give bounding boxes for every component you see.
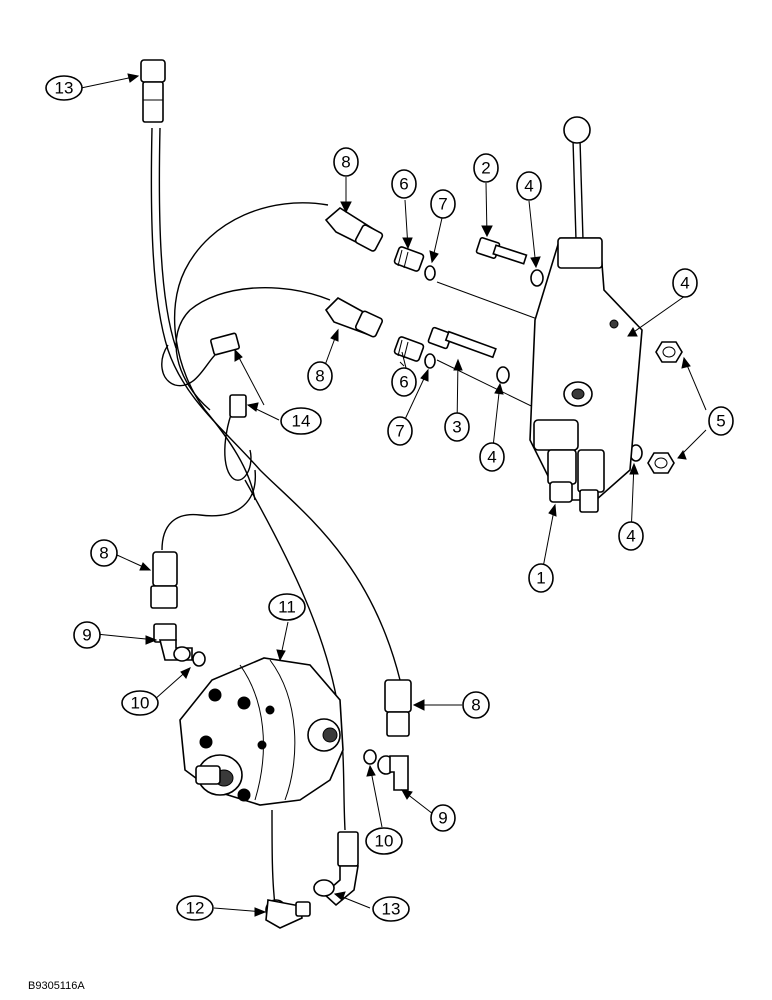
callout-4-c: 4	[479, 442, 505, 472]
callout-6-mid: 6	[391, 367, 417, 397]
adapter-6-upper	[393, 246, 425, 272]
callout-label: 3	[452, 418, 461, 437]
callout-7-top: 7	[430, 189, 456, 219]
callout-label: 9	[438, 809, 447, 828]
callout-4-d: 4	[618, 521, 644, 551]
callout-14: 14	[280, 407, 322, 435]
callout-label: 2	[481, 159, 490, 178]
callout-8-mid: 8	[307, 361, 333, 391]
callout-8-right: 8	[462, 691, 490, 719]
hose-end-8-lower	[324, 297, 384, 338]
callout-10-left: 10	[121, 690, 159, 716]
callout-12: 12	[176, 895, 214, 921]
callout-label: 13	[382, 900, 401, 919]
hose-lines	[150, 116, 591, 906]
callout-11: 11	[268, 593, 306, 621]
hose-end-8-upper	[324, 207, 384, 252]
callout-4-a: 4	[516, 171, 542, 201]
callout-label: 4	[487, 448, 496, 467]
callout-label: 13	[55, 79, 74, 98]
bolt-2	[475, 237, 528, 265]
callout-1: 1	[528, 563, 554, 593]
callout-label: 14	[292, 412, 311, 431]
fitting-13-top	[140, 59, 166, 123]
callout-label: 8	[341, 153, 350, 172]
callout-label: 7	[438, 195, 447, 214]
elbow-12	[265, 899, 311, 929]
leader-arrowheads	[127, 73, 691, 917]
callout-4-b: 4	[672, 268, 698, 298]
o-ring-10-right	[363, 749, 377, 765]
adapter-6-lower	[393, 336, 425, 362]
nut-5-upper	[655, 341, 683, 363]
bolt-3	[427, 326, 497, 359]
callout-label: 8	[471, 696, 480, 715]
elbow-9-left	[153, 623, 193, 662]
callout-7-mid: 7	[387, 416, 413, 446]
callout-5: 5	[708, 406, 734, 436]
washer-4-c	[496, 366, 510, 384]
figure-id: B9305116A	[28, 980, 85, 992]
callout-9-left: 9	[73, 621, 101, 649]
washer-4-a	[530, 269, 544, 287]
callout-label: 6	[399, 175, 408, 194]
callout-13-top: 13	[45, 75, 83, 101]
clamp-14	[161, 332, 252, 481]
tube-13-lower	[313, 831, 359, 907]
pump-11	[179, 657, 344, 806]
nut-5-lower	[647, 452, 675, 474]
callout-label: 12	[186, 899, 205, 918]
callout-label: 10	[131, 694, 150, 713]
callout-label: 1	[536, 569, 545, 588]
o-ring-7-lower	[424, 353, 436, 369]
callout-label: 11	[278, 598, 296, 617]
callout-label: 8	[99, 544, 108, 563]
callout-label: 4	[626, 527, 635, 546]
callout-3: 3	[444, 412, 470, 442]
callout-label: 4	[524, 177, 533, 196]
callout-10-right: 10	[365, 827, 403, 855]
callout-label: 5	[716, 412, 725, 431]
callout-label: 9	[82, 626, 91, 645]
hose-end-8-right	[384, 679, 412, 737]
elbow-9-right	[377, 755, 409, 791]
callout-label: 6	[399, 373, 408, 392]
callout-8-top: 8	[333, 147, 359, 177]
o-ring-10-left	[192, 651, 206, 667]
callout-label: 8	[315, 367, 324, 386]
callout-label: 7	[395, 422, 404, 441]
callout-label: 10	[375, 832, 394, 851]
callout-6-top: 6	[391, 169, 417, 199]
callout-9-right: 9	[430, 804, 456, 832]
callout-label: 4	[680, 274, 689, 293]
callout-2: 2	[473, 153, 499, 183]
o-ring-7-upper	[424, 265, 436, 281]
callout-8-left: 8	[90, 539, 118, 567]
hose-end-8-left	[150, 551, 178, 609]
callout-13-bottom: 13	[372, 896, 410, 922]
control-valve-1	[529, 237, 643, 513]
